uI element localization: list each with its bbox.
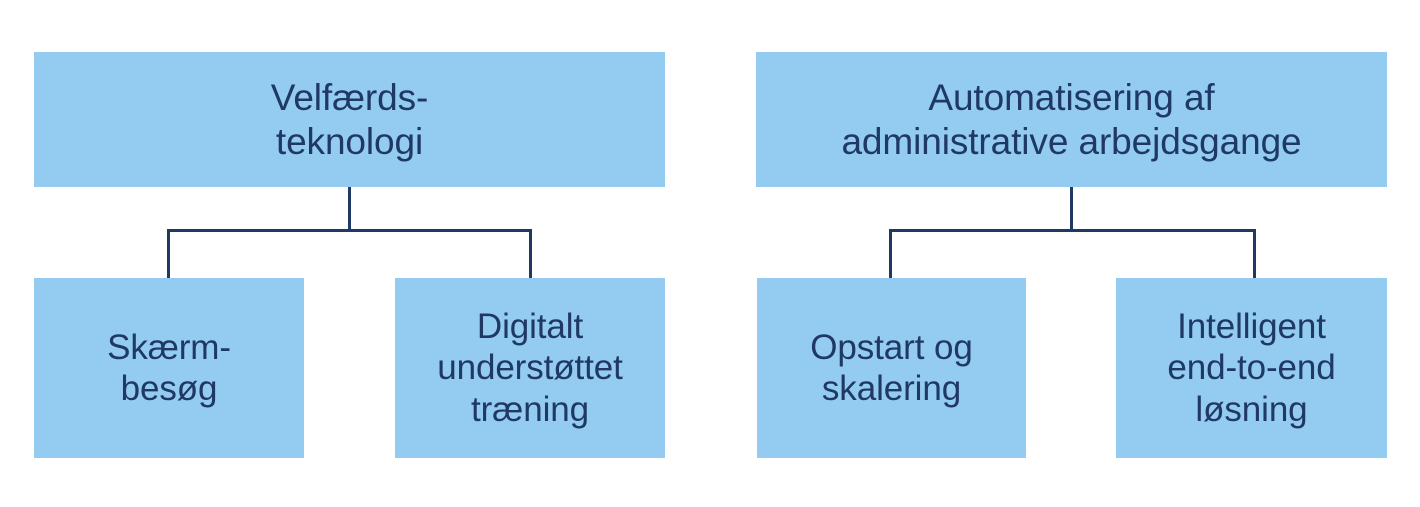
connector-right-horizontal-bar <box>891 229 1256 232</box>
connector-left-drop-skaerm <box>167 229 170 278</box>
connector-right-stem <box>1070 187 1073 232</box>
node-velfaerdsteknologi[interactable]: Velfærds- teknologi <box>34 52 665 187</box>
node-skaerm-besoeg[interactable]: Skærm- besøg <box>34 278 304 458</box>
connector-right-drop-opstart <box>889 229 892 278</box>
node-opstart-og-skalering[interactable]: Opstart og skalering <box>757 278 1026 458</box>
node-automatisering-af-administrative-arbejdsgange[interactable]: Automatisering af administrative arbejds… <box>756 52 1387 187</box>
connector-left-drop-digitalt <box>529 229 532 278</box>
connector-left-horizontal-bar <box>169 229 532 232</box>
connector-left-stem <box>348 187 351 232</box>
node-digitalt-understoettet-traening[interactable]: Digitalt understøttet træning <box>395 278 665 458</box>
node-intelligent-end-to-end-loesning[interactable]: Intelligent end-to-end løsning <box>1116 278 1387 458</box>
connector-right-drop-intelligent <box>1253 229 1256 278</box>
